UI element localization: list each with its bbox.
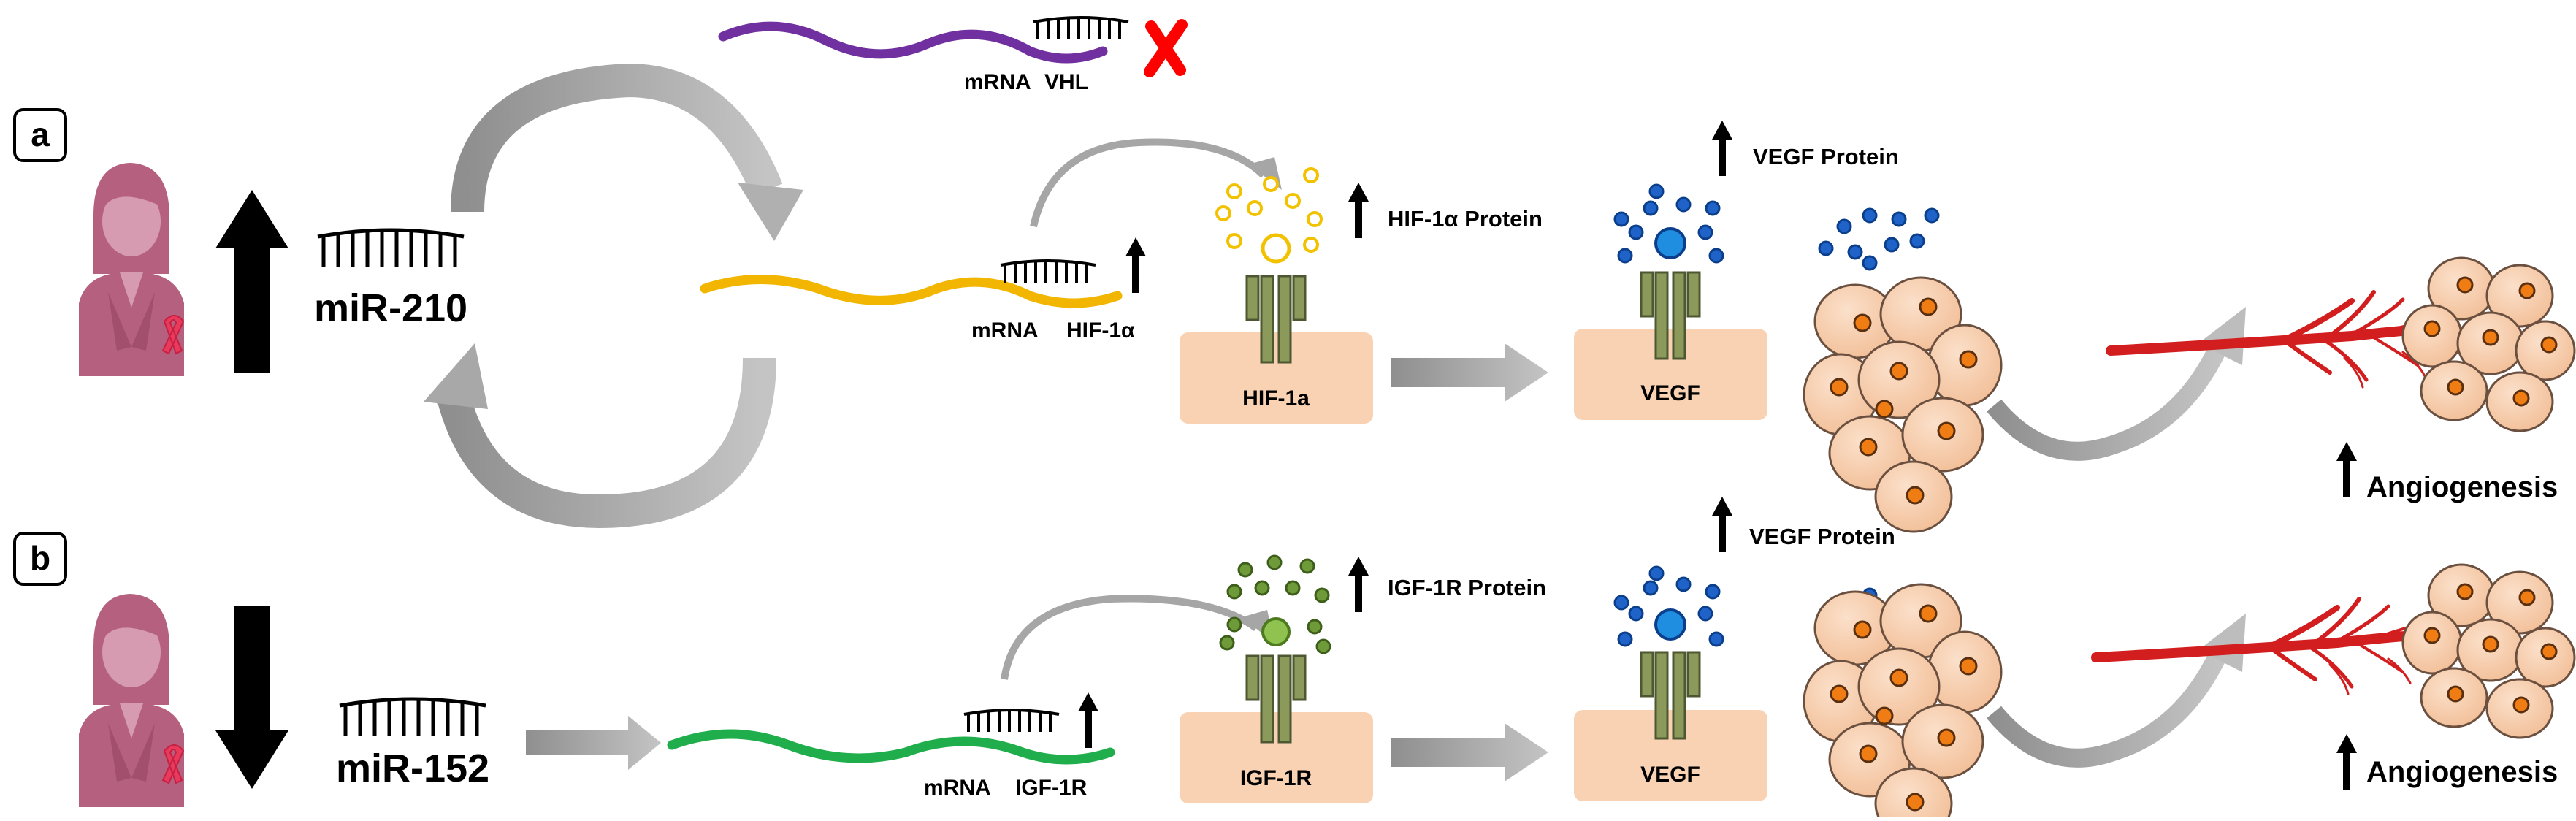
up-arrow-icon bbox=[1348, 557, 1369, 612]
ligand-vegf bbox=[1654, 227, 1686, 259]
blood-vessel bbox=[2096, 599, 2439, 694]
igf-mrna-word: mRNA bbox=[924, 776, 991, 800]
hif-ligand-cloud bbox=[1215, 167, 1323, 253]
vhl-mrna-word: mRNA bbox=[964, 70, 1031, 94]
vegf-protein-b-label: VEGF Protein bbox=[1749, 524, 1895, 549]
igf-receptor-box bbox=[1180, 712, 1373, 803]
vegf-box-b bbox=[1574, 710, 1767, 801]
hif-mrna-strand bbox=[700, 275, 1123, 308]
up-arrow-icon bbox=[1712, 497, 1732, 552]
up-arrow-icon bbox=[2336, 442, 2357, 497]
hif-receptor-box-label: HIF-1a bbox=[1242, 386, 1310, 410]
vegf-protein-a-label: VEGF Protein bbox=[1753, 144, 1899, 169]
tumor-mass bbox=[2401, 563, 2576, 739]
vhl-label: VHL bbox=[1044, 70, 1088, 94]
down-arrow-icon bbox=[215, 606, 288, 789]
cycle-arrow-bottom-head bbox=[424, 343, 488, 409]
mir152-label: miR-152 bbox=[336, 746, 489, 790]
igf-ligand-cloud bbox=[1219, 554, 1331, 654]
hif-mrna-word: mRNA bbox=[971, 318, 1039, 343]
angiogenesis-label-a: Angiogenesis bbox=[2366, 471, 2558, 503]
panel-a-box bbox=[13, 108, 67, 162]
mir152-arrow bbox=[526, 716, 661, 770]
up-arrow-icon bbox=[1348, 183, 1369, 238]
up-arrow-icon bbox=[1712, 121, 1732, 176]
translation-arrow-a bbox=[1030, 138, 1266, 228]
tumor-cell-cluster bbox=[1803, 583, 2003, 821]
ligand-hif bbox=[1261, 233, 1291, 264]
up-arrow-icon bbox=[215, 190, 288, 373]
vegf-box-a-label: VEGF bbox=[1640, 381, 1700, 405]
vegf-box-b-label: VEGF bbox=[1640, 763, 1700, 787]
igf-protein-label: IGF-1R Protein bbox=[1388, 575, 1546, 600]
signal-arrow-b bbox=[1391, 723, 1548, 782]
up-arrow-icon bbox=[2336, 734, 2357, 790]
mirna-comb-icon bbox=[318, 230, 464, 267]
mirna-comb-icon bbox=[999, 259, 1097, 284]
mir210-label: miR-210 bbox=[314, 286, 467, 330]
panel-a-letter: a bbox=[31, 115, 50, 153]
cycle-arrow-bottom bbox=[436, 357, 776, 529]
vhl-mrna-strand bbox=[718, 21, 1108, 64]
hif-protein-label: HIF-1α Protein bbox=[1388, 206, 1543, 232]
vegf-ligand-cloud bbox=[1613, 565, 1724, 647]
panel-b-letter: b bbox=[30, 539, 50, 577]
igf-receptor-box-label: IGF-1R bbox=[1240, 766, 1312, 790]
vegf-box-a bbox=[1574, 329, 1767, 420]
ligand-vegf bbox=[1654, 608, 1686, 641]
mirna-comb-icon bbox=[340, 699, 486, 736]
up-arrow-icon bbox=[1125, 237, 1146, 293]
igf-mrna-target: IGF-1R bbox=[1015, 776, 1088, 800]
mirna-comb-icon bbox=[963, 709, 1060, 733]
inhibition-x-icon bbox=[1144, 19, 1188, 77]
panel-b-box bbox=[13, 532, 67, 586]
angiogenesis-label-b: Angiogenesis bbox=[2366, 756, 2558, 788]
ligand-igf bbox=[1261, 617, 1291, 646]
signal-arrow-a bbox=[1391, 343, 1548, 402]
tumor-cell-cluster bbox=[1803, 276, 2003, 533]
angiogenesis-arrow-b bbox=[1986, 646, 2229, 768]
hif-receptor-box bbox=[1180, 332, 1373, 424]
cycle-arrow-top bbox=[451, 63, 783, 213]
igf-mrna-strand bbox=[667, 729, 1115, 765]
up-arrow-icon bbox=[1078, 692, 1098, 748]
vegf-secreted-dots-a bbox=[1818, 207, 1940, 271]
angiogenesis-arrow-a-head bbox=[2198, 307, 2246, 365]
hif-mrna-target: HIF-1α bbox=[1066, 318, 1135, 343]
tumor-mass bbox=[2401, 256, 2576, 432]
translation-arrow-b bbox=[1001, 595, 1258, 680]
angiogenesis-arrow-b-head bbox=[2198, 614, 2246, 672]
cycle-arrow-top-head bbox=[738, 183, 803, 241]
angiogenesis-arrow-a bbox=[1986, 339, 2229, 461]
vegf-ligand-cloud bbox=[1613, 183, 1724, 264]
mirna-comb-icon bbox=[1032, 16, 1130, 41]
